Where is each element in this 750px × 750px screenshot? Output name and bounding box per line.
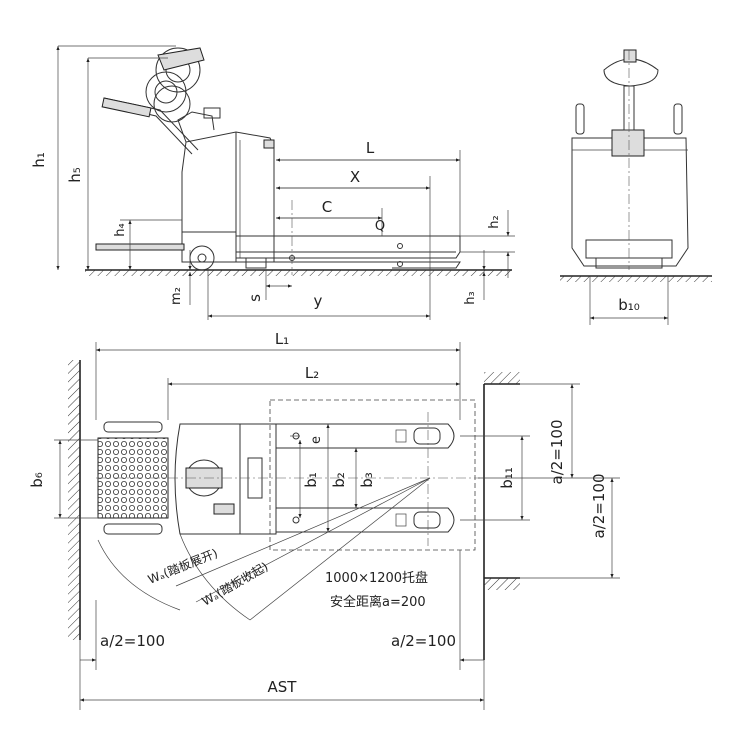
label-ast: AST xyxy=(268,678,298,696)
label-C: C xyxy=(322,198,332,216)
label-b1: b₁ xyxy=(302,472,320,488)
label-Q: Q xyxy=(375,219,385,234)
left-wall xyxy=(68,360,81,640)
label-h1: h₁ xyxy=(30,152,48,168)
ground-line xyxy=(85,269,512,276)
label-a2-bottom-left: a/2=100 xyxy=(100,632,165,650)
label-b10: b₁₀ xyxy=(618,296,640,314)
label-s: s xyxy=(246,294,264,302)
label-X: X xyxy=(350,168,360,186)
label-wa-closed: Wₐ(踏板收起) xyxy=(200,560,271,609)
truck-body-top xyxy=(174,423,277,535)
label-a2-right-top: a/2=100 xyxy=(548,420,566,485)
right-wall-top xyxy=(483,372,520,660)
tiller-head-icon xyxy=(145,47,205,123)
label-b2: b₂ xyxy=(330,472,348,488)
label-pallet: 1000×1200托盘 xyxy=(325,570,428,586)
label-b6: b₆ xyxy=(28,472,46,488)
label-b3: b₃ xyxy=(358,472,376,488)
label-y: y xyxy=(314,292,323,310)
label-h2: h₂ xyxy=(487,215,502,228)
platform-side xyxy=(95,243,185,251)
pallet-outline xyxy=(269,399,476,551)
fork-side xyxy=(236,235,461,269)
dimension-lines-side xyxy=(56,46,510,318)
label-a2-bottom-right: a/2=100 xyxy=(391,632,456,650)
label-safety: 安全距离a=200 xyxy=(330,594,426,610)
right-wall-bottom xyxy=(484,577,520,590)
dimension-lines-top xyxy=(54,342,620,710)
label-e: e xyxy=(309,436,324,444)
truck-body-rear xyxy=(571,103,689,269)
turning-radius-arcs xyxy=(97,477,431,621)
label-m2: m₂ xyxy=(169,287,184,305)
label-h3: h₃ xyxy=(463,291,478,304)
truck-body-side xyxy=(177,107,275,263)
wheels-side xyxy=(189,245,267,271)
tiller-handle xyxy=(101,47,205,155)
label-h5: h₅ xyxy=(66,167,84,183)
top-view: L₁ L₂ e b₁ b₂ b₃ b₆ b₁₁ a/2=100 a/2=100 … xyxy=(28,330,620,710)
label-h4: h₄ xyxy=(113,223,128,236)
label-b11: b₁₁ xyxy=(498,467,516,489)
tiller-head-rear-icon xyxy=(603,49,659,131)
rear-view: b₁₀ xyxy=(560,49,712,325)
label-L: L xyxy=(366,139,375,157)
extension-lines-side xyxy=(58,45,515,320)
side-view: h₁ h₅ h₄ L X C Q h₂ m₂ s y h₃ xyxy=(30,45,515,320)
label-a2-right-bottom: a/2=100 xyxy=(590,474,608,539)
label-L2: L₂ xyxy=(305,364,319,382)
label-L1: L₁ xyxy=(275,330,289,348)
label-wa-open: Wₐ(踏板展开) xyxy=(146,546,220,587)
